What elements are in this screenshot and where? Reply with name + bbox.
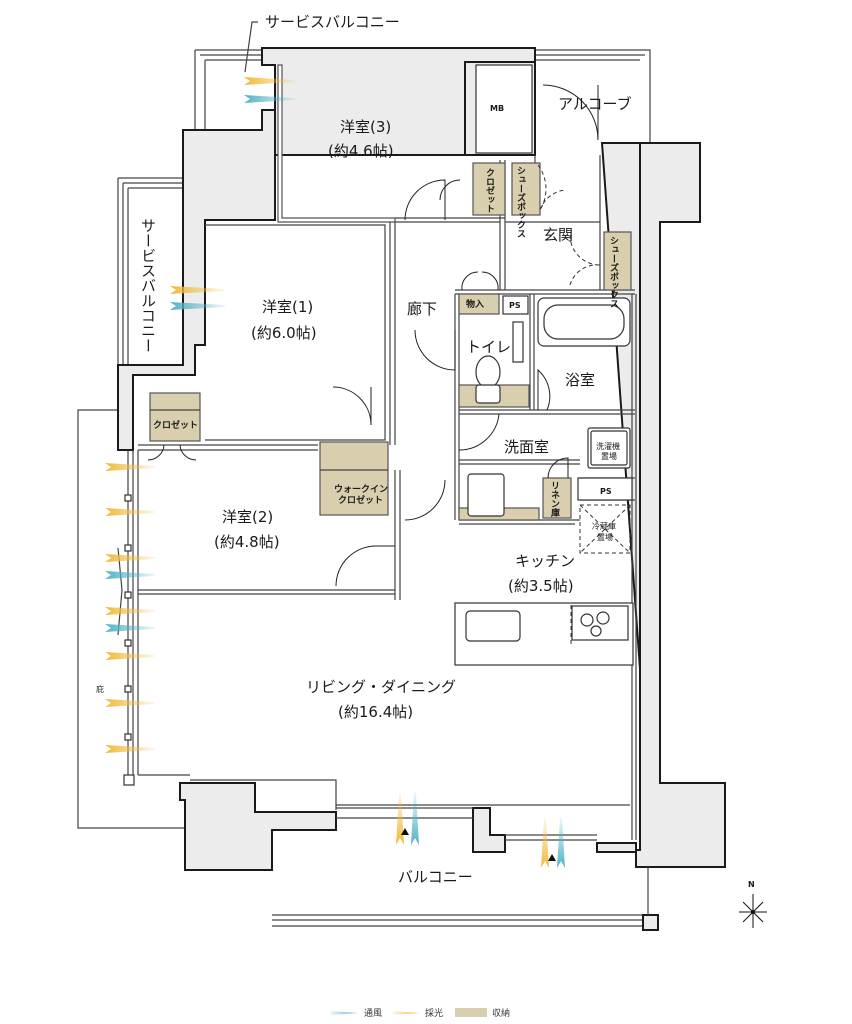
daylight-arrow [105, 745, 155, 753]
ps-box-2 [577, 477, 633, 501]
leader-line [244, 21, 258, 73]
room-area-kitchen: (約3.5帖) [508, 577, 574, 595]
room-name-western3: 洋室(3) [340, 118, 391, 136]
label-mb: MB [490, 104, 504, 113]
fridge-space [579, 504, 631, 554]
ventilation-arrow [411, 793, 419, 845]
walk-in-closet [319, 441, 389, 516]
daylight-arrow [541, 818, 549, 868]
toilet-bowl [475, 355, 501, 389]
label-shoe-box-2: シューズボックス [608, 236, 619, 308]
daylight-arrow [170, 286, 225, 294]
daylight-arrow [244, 77, 295, 85]
label-eaves: 庇 [96, 684, 104, 694]
ventilation-arrow [244, 95, 295, 103]
fixtures [454, 64, 634, 666]
room-area-western1: (約6.0帖) [251, 324, 317, 342]
service-balcony-left [117, 177, 185, 365]
daylight-arrow [105, 607, 155, 615]
legend-label-daylight: 採光 [425, 1007, 443, 1019]
label-washer-2: 置場 [601, 451, 617, 461]
daylight-arrow [105, 463, 155, 471]
indicator-arrows [105, 77, 565, 868]
label-ps-2: PS [600, 487, 612, 496]
label-fridge-2: 置場 [597, 532, 613, 542]
label-closet-w1: クロゼット [153, 419, 198, 431]
label-north: N [748, 880, 755, 889]
storage-small [458, 293, 500, 315]
entry-marker-icon [401, 828, 409, 835]
label-ps-1: PS [509, 301, 521, 310]
ventilation-icon [330, 1011, 358, 1015]
legend: 通風 採光 収納 [330, 1007, 510, 1019]
daylight-arrow [105, 508, 155, 516]
mb-box [475, 64, 533, 154]
service-balcony-top [194, 49, 651, 143]
label-bathroom: 浴室 [565, 371, 595, 389]
room-area-western3: (約4.6帖) [328, 142, 394, 160]
label-linen: リネン庫 [549, 481, 560, 518]
label-fridge-1: 冷蔵庫 [592, 521, 616, 531]
room-name-western1: 洋室(1) [262, 298, 313, 316]
room-name-western2: 洋室(2) [222, 508, 273, 526]
entry-marker-icon [548, 854, 556, 861]
closet-western3 [472, 162, 506, 216]
daylight-arrow [105, 554, 155, 562]
legend-item-storage: 収納 [455, 1007, 510, 1019]
label-toilet: トイレ [466, 338, 511, 356]
left-windows [117, 450, 135, 786]
shoe-box-1 [511, 162, 541, 216]
ventilation-arrow [557, 818, 565, 868]
legend-item-ventilation: 通風 [330, 1008, 382, 1019]
room-name-kitchen: キッチン [515, 552, 575, 570]
legend-label-storage: 収納 [492, 1007, 510, 1019]
ps-box-1 [502, 295, 529, 315]
room-area-western2: (約4.8帖) [214, 533, 280, 551]
compass-icon [739, 894, 767, 928]
label-shoe-box-1: シューズボックス [515, 166, 526, 238]
ventilation-arrow [170, 302, 225, 310]
label-hallway: 廊下 [407, 300, 437, 318]
label-washer-1: 洗濯機 [596, 441, 620, 451]
eaves-outline [77, 409, 190, 829]
label-service-balcony-left: サービスバルコニー [139, 218, 157, 353]
sink [465, 610, 521, 642]
labels: サービスバルコニー MB アルコーブ 洋室(3) (約4.6帖) クロゼット シ… [96, 13, 755, 889]
interior-walls [132, 64, 637, 841]
linen-closet [542, 477, 572, 519]
label-washroom: 洗面室 [504, 438, 549, 456]
daylight-icon [392, 1011, 420, 1015]
label-balcony: バルコニー [398, 868, 473, 886]
label-walk-in-closet-1: ウォークイン [334, 484, 388, 495]
daylight-arrow [105, 652, 155, 660]
storage-swatch [455, 1008, 487, 1017]
room-area-living: (約16.4帖) [338, 703, 413, 721]
label-closet-w3: クロゼット [484, 168, 495, 213]
doors [147, 84, 601, 587]
shoe-box-2 [603, 231, 632, 291]
legend-item-daylight: 採光 [392, 1007, 443, 1019]
ventilation-arrow [105, 624, 155, 632]
closet-western1 [149, 392, 201, 442]
label-walk-in-closet-2: クロゼット [338, 494, 383, 506]
label-entrance: 玄関 [543, 226, 573, 244]
label-alcove: アルコーブ [558, 95, 632, 113]
label-storage-small: 物入 [466, 298, 484, 310]
walls [117, 47, 726, 871]
legend-label-ventilation: 通風 [364, 1008, 382, 1019]
label-service-balcony-top: サービスバルコニー [265, 13, 400, 31]
daylight-arrow [396, 793, 404, 845]
ventilation-arrow [105, 571, 155, 579]
balcony-railing [272, 867, 659, 931]
room-name-living: リビング・ダイニング [306, 678, 456, 696]
daylight-arrow [105, 699, 155, 707]
washbasin [467, 473, 505, 517]
